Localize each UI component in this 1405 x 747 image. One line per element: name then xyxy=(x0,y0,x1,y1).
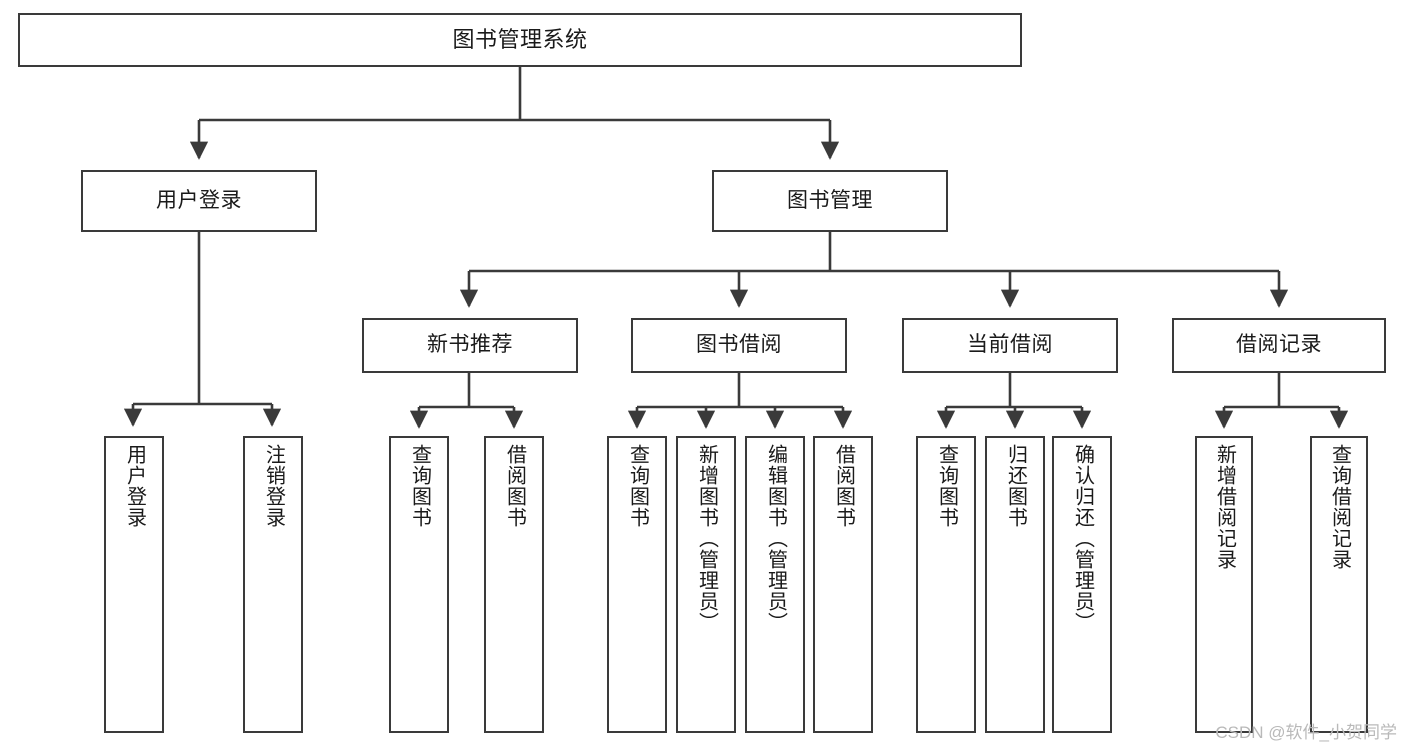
leaf-borrow-query-book[interactable]: 查询图书 xyxy=(607,436,667,733)
node-label: 注销登录 xyxy=(262,444,285,528)
node-label: 查询图书 xyxy=(626,444,649,528)
leaf-borrow-edit-book-admin[interactable]: 编辑图书（管理员） xyxy=(745,436,805,733)
node-label: 借阅记录 xyxy=(1236,333,1322,357)
leaf-record-query-record[interactable]: 查询借阅记录 xyxy=(1310,436,1368,733)
node-label: 用户登录 xyxy=(156,188,242,212)
leaf-recommend-query-book[interactable]: 查询图书 xyxy=(389,436,449,733)
leaf-borrow-borrow-book[interactable]: 借阅图书 xyxy=(813,436,873,733)
node-label: 归还图书 xyxy=(1004,444,1027,528)
node-label: 查询借阅记录 xyxy=(1328,444,1351,570)
csdn-watermark: CSDN @软件_小贺同学 xyxy=(1215,723,1397,742)
node-label: 图书管理系统 xyxy=(452,27,588,53)
node-label: 确认归还（管理员） xyxy=(1071,444,1094,633)
leaf-user-login-login[interactable]: 用户登录 xyxy=(104,436,164,733)
leaf-recommend-borrow-book[interactable]: 借阅图书 xyxy=(484,436,544,733)
node-label: 当前借阅 xyxy=(967,333,1053,357)
leaf-current-query-book[interactable]: 查询图书 xyxy=(916,436,976,733)
node-label: 新增借阅记录 xyxy=(1213,444,1236,570)
node-label: 编辑图书（管理员） xyxy=(764,444,787,633)
node-label: 图书借阅 xyxy=(696,333,782,357)
leaf-borrow-add-book-admin[interactable]: 新增图书（管理员） xyxy=(676,436,736,733)
node-label: 查询图书 xyxy=(408,444,431,528)
node-new-book-recommend[interactable]: 新书推荐 xyxy=(362,318,578,373)
node-root-book-management-system[interactable]: 图书管理系统 xyxy=(18,13,1022,67)
node-label: 图书管理 xyxy=(787,188,873,212)
leaf-current-confirm-return-admin[interactable]: 确认归还（管理员） xyxy=(1052,436,1112,733)
node-label: 借阅图书 xyxy=(832,444,855,528)
node-label: 新增图书（管理员） xyxy=(695,444,718,633)
node-current-borrow[interactable]: 当前借阅 xyxy=(902,318,1118,373)
node-book-management[interactable]: 图书管理 xyxy=(712,170,948,232)
node-label: 新书推荐 xyxy=(427,333,513,357)
node-label: 用户登录 xyxy=(123,444,146,528)
node-user-login[interactable]: 用户登录 xyxy=(81,170,317,232)
leaf-record-add-record[interactable]: 新增借阅记录 xyxy=(1195,436,1253,733)
leaf-user-login-logout[interactable]: 注销登录 xyxy=(243,436,303,733)
node-borrow-record[interactable]: 借阅记录 xyxy=(1172,318,1386,373)
node-label: 查询图书 xyxy=(935,444,958,528)
node-label: 借阅图书 xyxy=(503,444,526,528)
leaf-current-return-book[interactable]: 归还图书 xyxy=(985,436,1045,733)
node-book-borrow[interactable]: 图书借阅 xyxy=(631,318,847,373)
